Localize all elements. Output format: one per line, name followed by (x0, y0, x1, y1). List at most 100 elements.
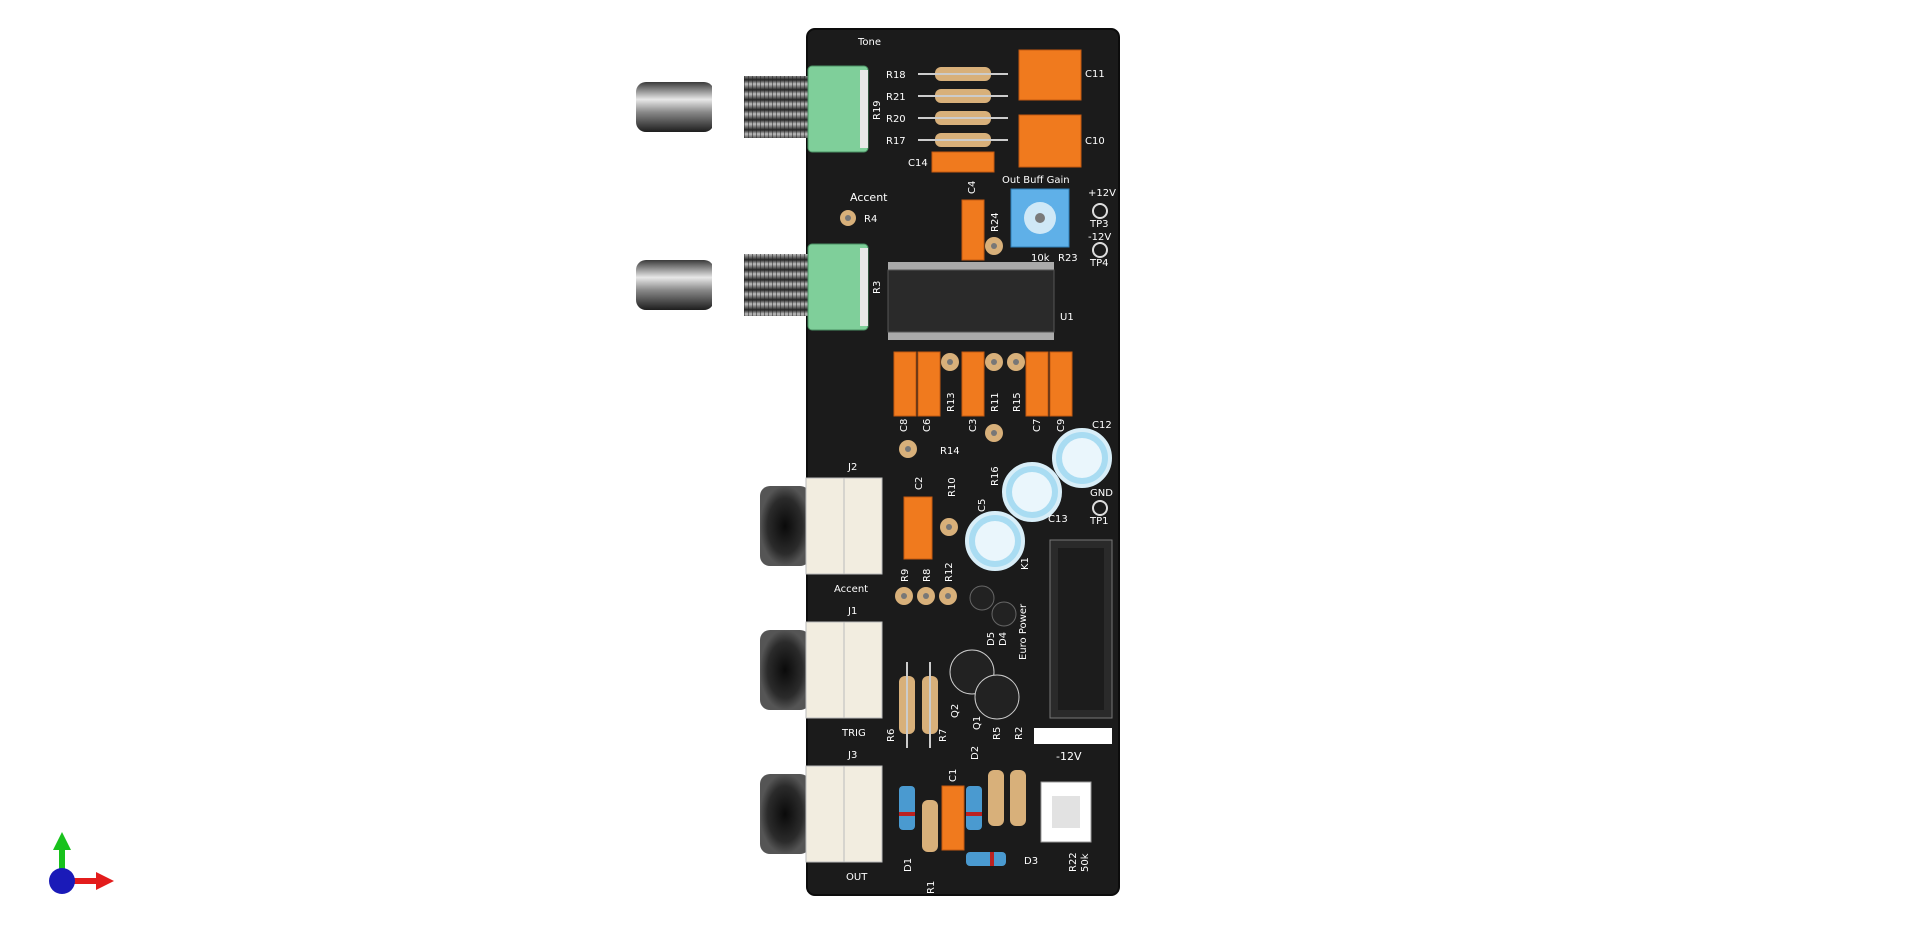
d4-label: D4 (998, 632, 1009, 646)
r12-resistor[interactable] (939, 587, 957, 605)
c1-label: C1 (948, 769, 959, 782)
r16-resistor[interactable] (985, 424, 1003, 442)
r23-trimmer[interactable] (1010, 188, 1070, 248)
c9-capacitor[interactable] (1049, 351, 1073, 417)
c12-label: C12 (1092, 420, 1112, 431)
r23-label: R23 (1058, 253, 1078, 264)
r8-label: R8 (922, 569, 933, 582)
r24-resistor[interactable] (985, 237, 1003, 255)
c5-electrolytic[interactable] (965, 511, 1025, 571)
r13-label: R13 (946, 392, 957, 412)
r14-label: R14 (940, 446, 960, 457)
xyz-axis-icon (49, 832, 114, 894)
d5-label: D5 (986, 632, 997, 646)
q1-transistor[interactable] (974, 674, 1020, 720)
r3-label: R3 (872, 281, 883, 294)
c5-label: C5 (977, 499, 988, 512)
r10-resistor[interactable] (940, 518, 958, 536)
r4-label: R4 (864, 214, 877, 225)
u1-label: U1 (1060, 312, 1074, 323)
r1-resistor[interactable] (922, 800, 938, 852)
d2-label: D2 (970, 746, 981, 760)
d1-label: D1 (903, 858, 914, 872)
j2-label: J2 (847, 462, 857, 473)
r11-resistor[interactable] (985, 353, 1003, 371)
r8-resistor[interactable] (917, 587, 935, 605)
c4-capacitor[interactable] (961, 199, 985, 261)
r18-label: R18 (886, 70, 906, 81)
r5-resistor[interactable] (988, 770, 1004, 826)
r2-resistor[interactable] (1010, 770, 1026, 826)
r10-label: R10 (947, 477, 958, 497)
r6-label: R6 (886, 729, 897, 742)
c13-electrolytic[interactable] (1002, 462, 1062, 522)
euro-power-label: Euro Power (1018, 603, 1029, 660)
d4-diode[interactable] (991, 601, 1017, 627)
r12-label: R12 (944, 562, 955, 582)
tp3-label: TP3 (1089, 219, 1109, 230)
r6-resistor[interactable] (899, 662, 915, 748)
tp1-testpoint[interactable] (1092, 500, 1108, 516)
j1-jack[interactable] (760, 621, 883, 719)
d2-diode[interactable] (966, 786, 982, 830)
r22-label: R22 (1068, 852, 1079, 872)
c8-capacitor[interactable] (893, 351, 917, 417)
c11-capacitor[interactable] (1018, 49, 1082, 101)
r9-resistor[interactable] (895, 587, 913, 605)
r15-label: R15 (1012, 392, 1023, 412)
r14-resistor[interactable] (899, 440, 917, 458)
r24-label: R24 (990, 212, 1001, 232)
c7-capacitor[interactable] (1025, 351, 1049, 417)
j2-jack[interactable] (760, 477, 883, 575)
r22-value-label: 50k (1080, 853, 1091, 872)
c2-capacitor[interactable] (903, 496, 933, 560)
q1-label: Q1 (972, 716, 983, 730)
r22-trimmer[interactable] (1040, 781, 1092, 843)
d1-diode[interactable] (899, 786, 915, 830)
r5-label: R5 (992, 727, 1003, 740)
r20-label: R20 (886, 114, 906, 125)
tone-potentiometer[interactable] (636, 65, 869, 153)
tp3-testpoint[interactable] (1092, 203, 1108, 219)
c12-electrolytic[interactable] (1052, 428, 1112, 488)
accent-pot-label: Accent (850, 191, 888, 204)
tp4-label: TP4 (1089, 258, 1109, 269)
j2-function-label: Accent (834, 584, 868, 595)
r7-resistor[interactable] (922, 662, 938, 748)
r15-resistor[interactable] (1007, 353, 1025, 371)
u1-ic[interactable] (887, 262, 1055, 340)
c1-capacitor[interactable] (941, 785, 965, 851)
c3-label: C3 (968, 419, 979, 432)
tone-label: Tone (857, 37, 881, 48)
r11-label: R11 (990, 392, 1001, 412)
c6-capacitor[interactable] (917, 351, 941, 417)
k1-label: K1 (1020, 557, 1031, 570)
j3-jack[interactable] (760, 765, 883, 863)
c7-label: C7 (1032, 419, 1043, 432)
r9-label: R9 (900, 569, 911, 582)
d3-label: D3 (1024, 856, 1038, 867)
r17-label: R17 (886, 136, 906, 147)
r4-resistor[interactable] (840, 210, 856, 226)
c11-label: C11 (1085, 69, 1105, 80)
tp4-testpoint[interactable] (1092, 242, 1108, 258)
d5-diode[interactable] (969, 585, 995, 611)
c2-label: C2 (914, 477, 925, 490)
r13-resistor[interactable] (941, 353, 959, 371)
c13-label: C13 (1048, 514, 1068, 525)
j3-label: J3 (847, 750, 857, 761)
tp3-voltage-label: +12V (1088, 188, 1116, 199)
euro-power-header[interactable] (1049, 539, 1113, 719)
resistor-bank-top[interactable] (918, 67, 1008, 147)
r21-label: R21 (886, 92, 906, 103)
j3-function-label: OUT (846, 872, 868, 883)
accent-potentiometer[interactable] (636, 243, 869, 331)
c10-capacitor[interactable] (1018, 114, 1082, 168)
c3-capacitor[interactable] (961, 351, 985, 417)
tp1-label: TP1 (1089, 516, 1109, 527)
d3-diode[interactable] (966, 852, 1006, 866)
r7-label: R7 (938, 729, 949, 742)
out-buff-gain-label: Out Buff Gain (1002, 175, 1070, 186)
c14-capacitor[interactable] (931, 151, 995, 173)
